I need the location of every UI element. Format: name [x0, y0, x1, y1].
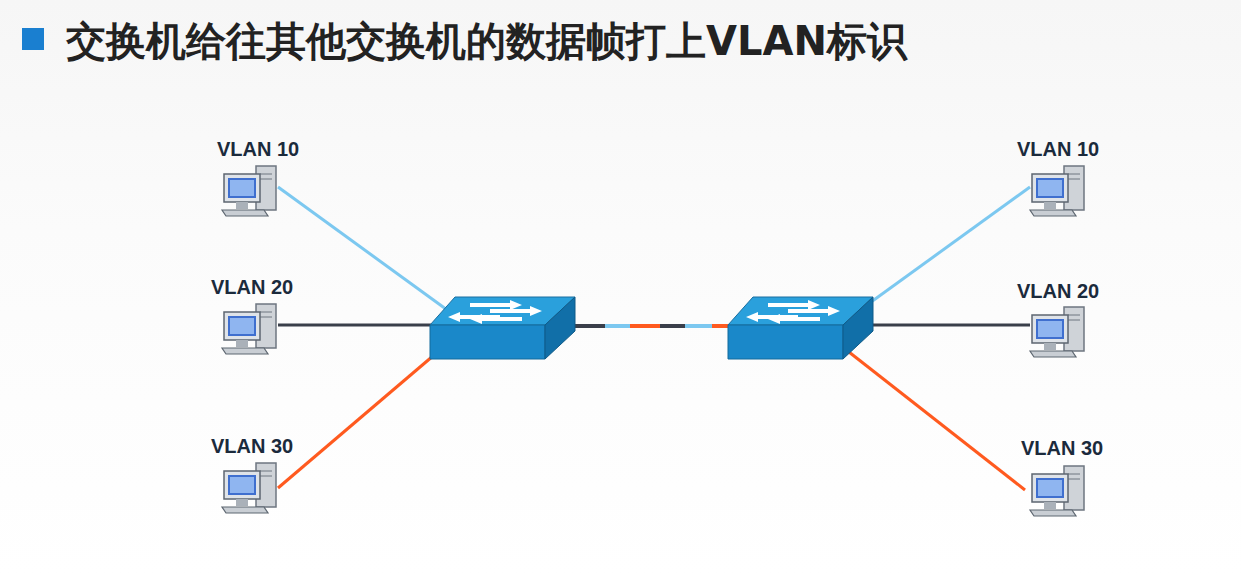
- pc-icon: [1030, 307, 1084, 357]
- pc-icon: [222, 304, 276, 354]
- pc-node: VLAN 20: [182, 276, 322, 356]
- vlan-label: VLAN 30: [182, 435, 322, 458]
- vlan-label: VLAN 30: [992, 437, 1132, 460]
- slide-title: 交换机给往其他交换机的数据帧打上VLAN标识: [66, 14, 907, 69]
- pc-node: VLAN 30: [992, 437, 1132, 517]
- trunk-link: [570, 324, 735, 328]
- pc-node: VLAN 20: [988, 280, 1128, 360]
- pc-icon: [1030, 466, 1084, 516]
- switch-icon: [430, 297, 575, 359]
- pc-icon: [222, 463, 276, 513]
- vlan-label: VLAN 20: [182, 276, 322, 299]
- title-bullet: [22, 28, 44, 50]
- pc-node: VLAN 10: [988, 138, 1128, 218]
- access-links: [278, 187, 1030, 490]
- vlan-label: VLAN 20: [988, 280, 1128, 303]
- pc-node: VLAN 10: [188, 138, 328, 218]
- vlan-label: VLAN 10: [188, 138, 328, 161]
- pc-node: VLAN 30: [182, 435, 322, 515]
- pc-icon: [222, 166, 276, 216]
- switch-icon: [728, 297, 873, 359]
- pc-icon: [1030, 166, 1084, 216]
- vlan-label: VLAN 10: [988, 138, 1128, 161]
